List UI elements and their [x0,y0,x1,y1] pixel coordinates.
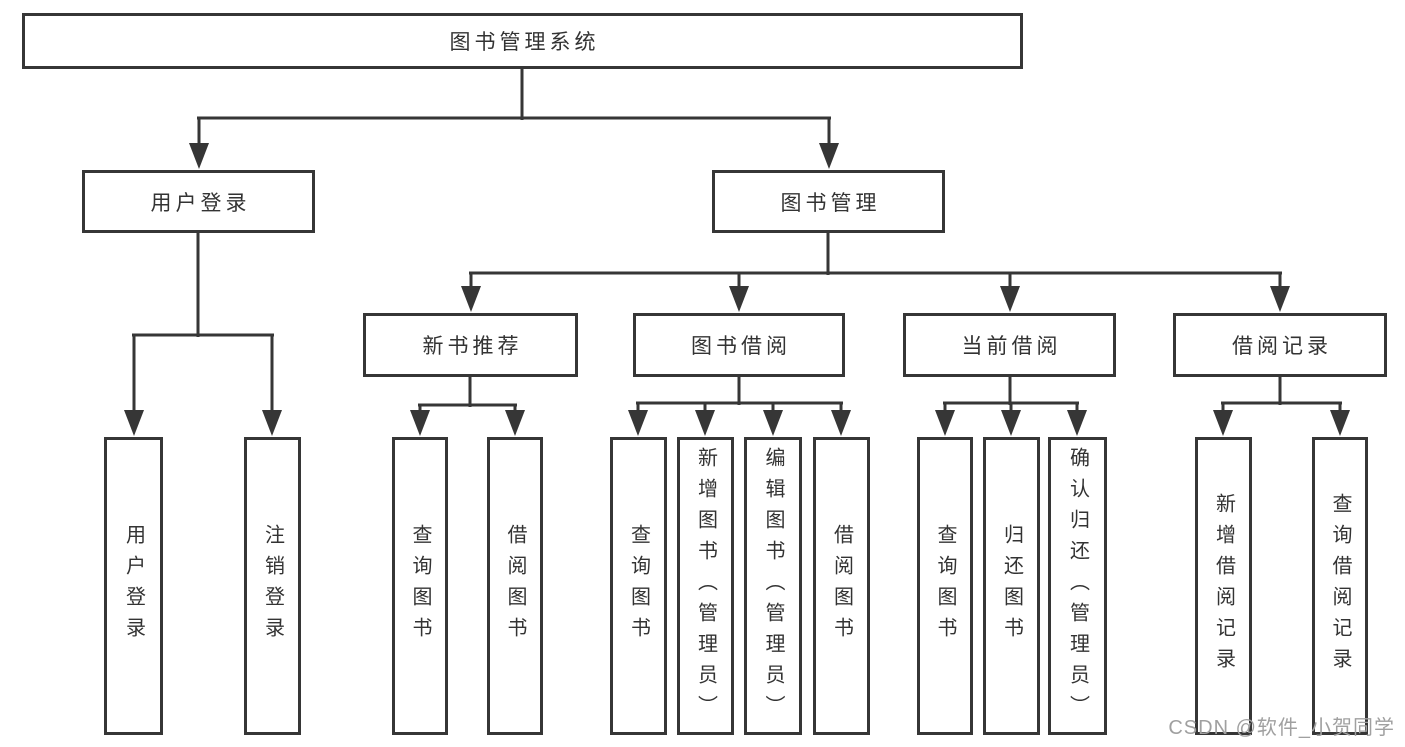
connector-book-management-to-level3 [461,233,1290,312]
node-new-book-recommend: 新书推荐 [363,313,578,377]
node-leaf-add-borrow-record: 新增借阅记录 [1195,437,1252,735]
node-label: 图书管理 [780,191,881,215]
node-library-management-system: 图书管理系统 [22,13,1023,69]
node-leaf-logout: 注销登录 [244,437,301,735]
connector-root-to-level2 [189,69,839,169]
node-book-management: 图书管理 [712,170,945,233]
node-leaf-query-borrow-record: 查询借阅记录 [1312,437,1368,735]
connector-book-borrowing-to-leaves [628,375,851,436]
node-book-borrowing: 图书借阅 [633,313,845,377]
node-leaf-query-books-recommend: 查询图书 [392,437,448,735]
node-leaf-edit-books-admin: 编辑图书（管理员） [744,437,802,735]
node-leaf-return-books: 归还图书 [983,437,1040,735]
node-label: 图书借阅 [691,335,791,358]
node-label: 新书推荐 [422,335,523,358]
node-label: 注销登录 [261,524,284,648]
connector-new-book-recommend-to-leaves [410,375,525,436]
connector-current-borrowing-to-leaves [935,375,1087,436]
node-leaf-add-books-admin: 新增图书（管理员） [677,437,734,735]
node-label: 当前借阅 [961,335,1062,358]
node-label: 新增图书（管理员） [694,446,717,726]
node-leaf-confirm-return-admin: 确认归还（管理员） [1048,437,1107,735]
csdn-watermark: CSDN @软件_小贺同学 [1168,717,1395,739]
node-leaf-borrow-books-recommend: 借阅图书 [487,437,543,735]
node-label: 新增借阅记录 [1212,493,1235,679]
node-label: 确认归还（管理员） [1066,446,1089,726]
node-leaf-user-login: 用户登录 [104,437,163,735]
node-label: 借阅图书 [830,524,853,648]
node-current-borrowing: 当前借阅 [903,313,1116,377]
node-label: 借阅图书 [504,524,526,648]
node-label: 图书管理系统 [449,31,600,54]
node-user-login: 用户登录 [82,170,315,233]
node-borrowing-records: 借阅记录 [1173,313,1387,377]
connector-user-login-to-leaves [124,233,282,436]
node-label: 查询图书 [627,524,650,648]
node-label: 用户登录 [150,191,251,215]
node-leaf-query-books-borrowing: 查询图书 [610,437,667,735]
node-leaf-borrow-books-borrowing: 借阅图书 [813,437,870,735]
node-label: 查询借阅记录 [1329,493,1351,679]
node-label: 查询图书 [934,524,956,648]
connector-borrowing-records-to-leaves [1213,375,1350,436]
node-label: 编辑图书（管理员） [762,446,784,726]
node-label: 查询图书 [409,524,431,648]
node-leaf-query-books-current: 查询图书 [917,437,973,735]
node-label: 用户登录 [122,524,145,648]
node-label: 借阅记录 [1232,335,1332,358]
node-label: 归还图书 [1000,524,1023,648]
